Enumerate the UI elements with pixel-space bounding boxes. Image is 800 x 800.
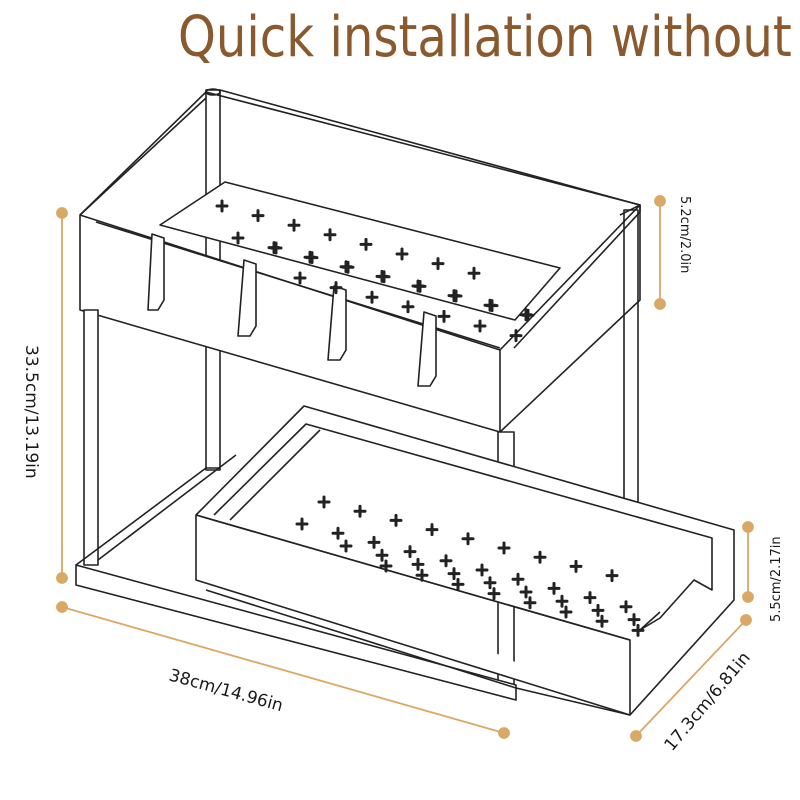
- perforation-cross: [439, 554, 453, 568]
- perforation-cross: [379, 559, 393, 573]
- height-label: 33.5cm/13.19in: [21, 345, 41, 479]
- perforation-cross: [631, 623, 645, 637]
- perforation-cross: [473, 319, 487, 333]
- perforation-cross: [287, 218, 301, 232]
- dimension-dot: [654, 298, 666, 310]
- perforation-cross: [331, 526, 345, 540]
- dimension-lines: [56, 195, 754, 742]
- top-basket-height-label: 5.2cm/2.0in: [677, 196, 692, 273]
- dimension-dot: [630, 730, 642, 742]
- perforation-cross: [521, 308, 535, 322]
- back-right-post: [623, 209, 639, 521]
- drawer-height-label: 5.5cm/2.17in: [769, 536, 784, 622]
- dimension-dot: [740, 614, 752, 626]
- hooks: [147, 233, 437, 387]
- perforation-cross: [533, 550, 547, 564]
- perforation-cross: [461, 532, 475, 546]
- perforation-cross: [359, 237, 373, 251]
- dimension-dot: [498, 727, 510, 739]
- perforation-cross: [389, 513, 403, 527]
- perforation-cross: [215, 199, 229, 213]
- perforation-cross: [485, 299, 499, 313]
- perforation-cross: [269, 241, 283, 255]
- perforation-cross: [467, 266, 481, 280]
- perforation-cross: [339, 539, 353, 553]
- perforation-cross: [595, 614, 609, 628]
- perforation-cross: [559, 605, 573, 619]
- perforation-cross: [451, 577, 465, 591]
- perforation-cross: [483, 576, 497, 590]
- basket-perforations: [215, 199, 645, 637]
- perforation-cross: [497, 541, 511, 555]
- perforation-cross: [447, 567, 461, 581]
- dimension-dot: [56, 572, 68, 584]
- perforation-cross: [403, 545, 417, 559]
- perforation-cross: [401, 300, 415, 314]
- perforation-cross: [375, 548, 389, 562]
- perforation-cross: [555, 594, 569, 608]
- perforation-cross: [295, 517, 309, 531]
- perforation-cross: [449, 289, 463, 303]
- perforation-cross: [437, 309, 451, 323]
- perforation-cross: [583, 591, 597, 605]
- front-left-post: [83, 309, 99, 566]
- dimension-dot: [742, 591, 754, 603]
- perforation-cross: [251, 209, 265, 223]
- perforation-cross: [523, 596, 537, 610]
- dimension-dot: [742, 521, 754, 533]
- perforation-cross: [431, 257, 445, 271]
- base-rail: [75, 564, 517, 701]
- perforation-cross: [353, 504, 367, 518]
- perforation-cross: [367, 535, 381, 549]
- perforation-cross: [619, 600, 633, 614]
- perforation-cross: [317, 495, 331, 509]
- perforation-cross: [519, 585, 533, 599]
- perforation-cross: [591, 603, 605, 617]
- perforation-cross: [627, 613, 641, 627]
- perforation-cross: [605, 569, 619, 583]
- perforation-cross: [305, 251, 319, 265]
- perforation-cross: [547, 581, 561, 595]
- headline: Quick installation without: [178, 5, 792, 70]
- perforation-cross: [411, 557, 425, 571]
- perforation-cross: [511, 572, 525, 586]
- width-label: 38cm/14.96in: [167, 666, 286, 717]
- dimension-dot: [654, 195, 666, 207]
- dimension-dot: [56, 207, 68, 219]
- dimension-dot: [56, 601, 68, 613]
- perforation-cross: [425, 523, 439, 537]
- perforation-cross: [323, 228, 337, 242]
- perforation-cross: [293, 271, 307, 285]
- perforation-cross: [341, 260, 355, 274]
- perforation-cross: [509, 329, 523, 343]
- perforation-cross: [413, 279, 427, 293]
- perforation-cross: [365, 290, 379, 304]
- perforation-cross: [329, 281, 343, 295]
- perforation-cross: [415, 568, 429, 582]
- rack-line-art: [75, 88, 735, 716]
- perforation-cross: [231, 231, 245, 245]
- perforation-cross: [569, 559, 583, 573]
- perforation-cross: [475, 563, 489, 577]
- perforation-cross: [377, 270, 391, 284]
- perforation-cross: [395, 247, 409, 261]
- perforation-cross: [487, 587, 501, 601]
